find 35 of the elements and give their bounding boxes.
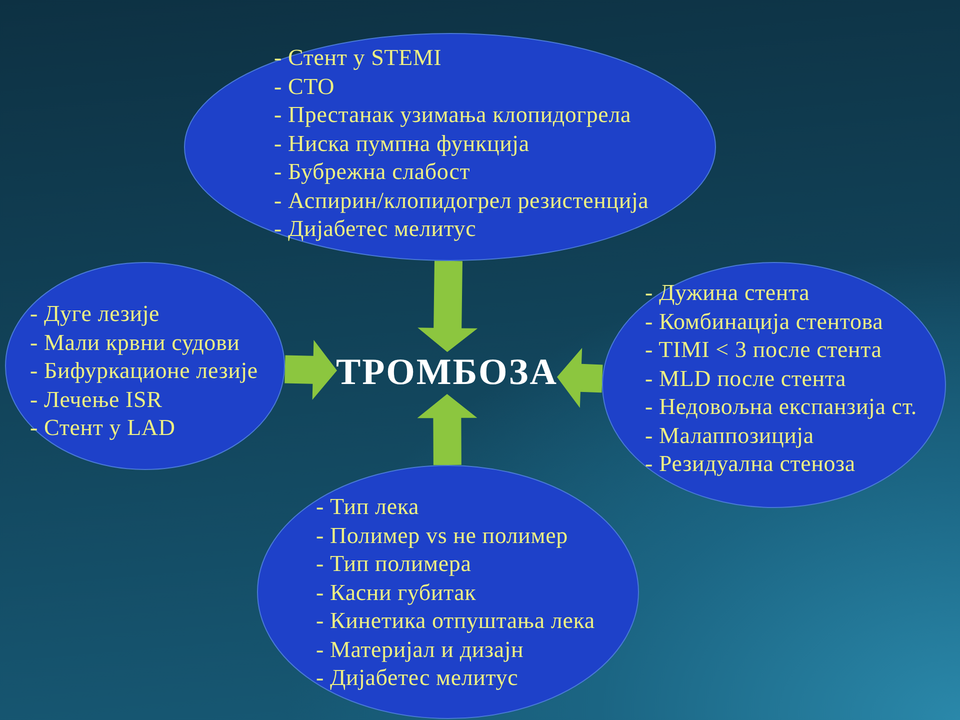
list-item: - Кинетика отпуштања лека <box>316 607 595 635</box>
list-item: - Дуге лезије <box>30 300 160 328</box>
list-item: - Полимер vs не полимер <box>316 522 568 550</box>
factor-ellipse <box>257 465 639 719</box>
list-item: - Резидуална стеноза <box>645 450 856 478</box>
list-item: - Лечење ISR <box>30 386 162 414</box>
list-item: - Мали крвни судови <box>30 328 240 356</box>
factor-ellipse <box>184 33 716 261</box>
list-item: - Тип лека <box>316 493 419 521</box>
list-item: - Дијабетес мелитус <box>316 664 518 692</box>
factor-ellipse <box>5 262 285 470</box>
block-arrow <box>418 260 478 352</box>
list-item: - Комбинација стентова <box>645 308 884 336</box>
list-item: - TIMI < 3 после стента <box>645 336 882 364</box>
list-item: - CTO <box>274 72 334 100</box>
block-arrow <box>557 348 603 408</box>
list-item: - Дужина стента <box>645 279 810 307</box>
block-arrow <box>417 394 478 466</box>
list-item: - Недовољна експанзија ст. <box>645 393 917 421</box>
list-item: - Тип полимера <box>316 550 472 578</box>
factor-ellipse <box>602 262 946 508</box>
list-item: - Касни губитак <box>316 578 476 606</box>
list-item: - Стент у LAD <box>30 414 176 442</box>
list-item: - Стент у STEMI <box>274 44 442 72</box>
list-item: - Ниска пумпна функција <box>274 130 530 158</box>
list-item: - Бифуркационе лезије <box>30 357 258 385</box>
list-item: - Бубрежна слабост <box>274 158 470 186</box>
list-item: - Аспирин/клопидогрел резистенција <box>274 186 649 214</box>
list-item: - Малаппозиција <box>645 422 814 450</box>
list-item: - Дијабетес мелитус <box>274 215 476 243</box>
block-arrow <box>284 340 337 400</box>
list-item: - MLD после стента <box>645 364 846 392</box>
list-item: - Материјал и дизајн <box>316 636 524 664</box>
central-term: ТРОМБОЗА <box>337 352 557 394</box>
list-item: - Престанак узимања клопидогрела <box>274 101 631 129</box>
